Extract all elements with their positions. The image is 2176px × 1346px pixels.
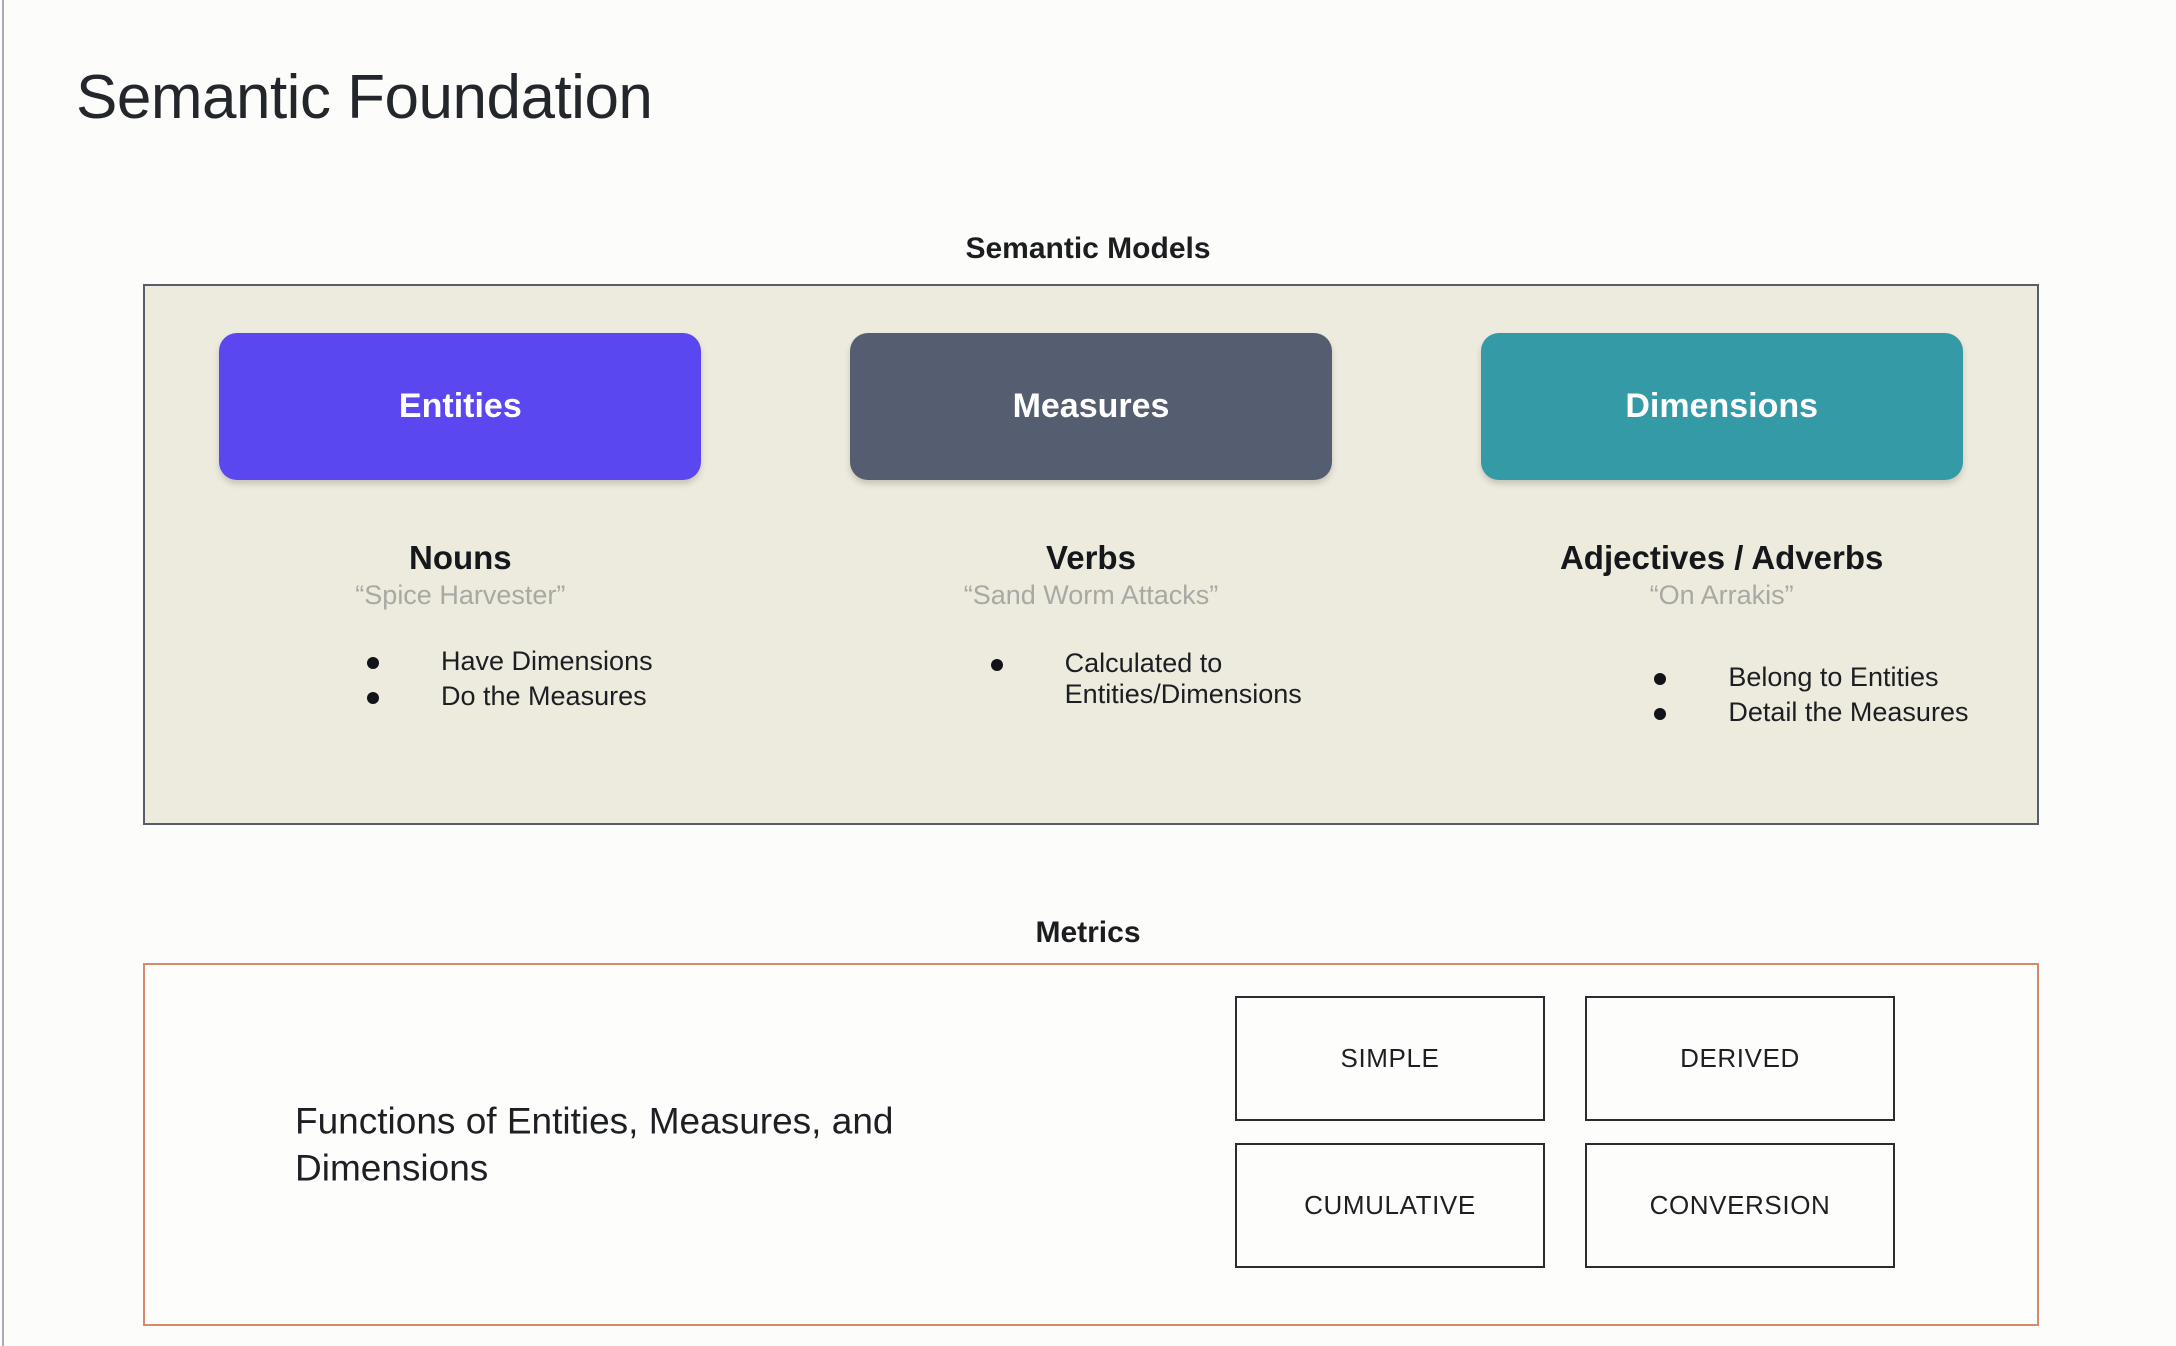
measures-bullet-list: Calculated to Entities/Dimensions	[776, 648, 1407, 712]
semantic-column-entities: Entities Nouns “Spice Harvester” Have Di…	[145, 286, 776, 823]
measures-bullet-0: Calculated to Entities/Dimensions	[1064, 648, 1302, 709]
bullet-dot-icon	[1654, 673, 1667, 686]
entities-example: “Spice Harvester”	[355, 579, 566, 610]
semantic-models-panel: Entities Nouns “Spice Harvester” Have Di…	[143, 284, 2039, 825]
semantic-models-columns: Entities Nouns “Spice Harvester” Have Di…	[145, 286, 2037, 823]
semantic-column-measures: Measures Verbs “Sand Worm Attacks” Calcu…	[776, 286, 1407, 823]
dimensions-bullet-1: Detail the Measures	[1728, 696, 1969, 727]
bullet-dot-icon	[1654, 707, 1667, 720]
measures-example: “Sand Worm Attacks”	[963, 579, 1219, 610]
semantic-models-caption: Semantic Models	[965, 232, 1211, 265]
dimensions-bullet-0: Belong to Entities	[1728, 662, 1939, 693]
dimensions-pill[interactable]: Dimensions	[1480, 333, 1963, 480]
metrics-panel: Functions of Entities, Measures, and Dim…	[143, 963, 2039, 1326]
metrics-description: Functions of Entities, Measures, and Dim…	[295, 1100, 894, 1189]
list-item: Belong to Entities	[1654, 662, 2037, 692]
metrics-caption: Metrics	[1035, 916, 1141, 949]
list-item: Do the Measures	[367, 681, 776, 711]
measures-pill[interactable]: Measures	[850, 333, 1332, 480]
entities-bullet-list: Have Dimensions Do the Measures	[145, 646, 776, 714]
bullet-dot-icon	[367, 691, 379, 704]
measures-part-of-speech: Verbs	[1046, 539, 1136, 576]
list-item: Have Dimensions	[367, 646, 776, 676]
semantic-column-dimensions: Dimensions Adjectives / Adverbs “On Arra…	[1406, 286, 2037, 823]
dimensions-bullet-list: Belong to Entities Detail the Measures	[1406, 662, 2037, 730]
list-item: Detail the Measures	[1654, 697, 2037, 727]
metric-box-derived[interactable]: DERIVED	[1585, 996, 1895, 1121]
left-edge-rule	[2, 0, 4, 1346]
page-title: Semantic Foundation	[76, 63, 653, 132]
metrics-type-grid: SIMPLE DERIVED CUMULATIVE CONVERSION	[1235, 996, 1895, 1268]
list-item: Calculated to Entities/Dimensions	[990, 648, 1407, 709]
metric-box-cumulative[interactable]: CUMULATIVE	[1235, 1143, 1545, 1268]
entities-bullet-0: Have Dimensions	[441, 646, 653, 677]
entities-pill[interactable]: Entities	[219, 333, 702, 480]
entities-bullet-1: Do the Measures	[441, 680, 647, 711]
dimensions-part-of-speech: Adjectives / Adverbs	[1559, 539, 1884, 576]
bullet-dot-icon	[367, 657, 379, 670]
bullet-dot-icon	[990, 659, 1003, 672]
entities-part-of-speech: Nouns	[409, 539, 512, 576]
metric-box-conversion[interactable]: CONVERSION	[1585, 1143, 1895, 1268]
dimensions-example: “On Arrakis”	[1649, 579, 1794, 610]
metric-box-simple[interactable]: SIMPLE	[1235, 996, 1545, 1121]
